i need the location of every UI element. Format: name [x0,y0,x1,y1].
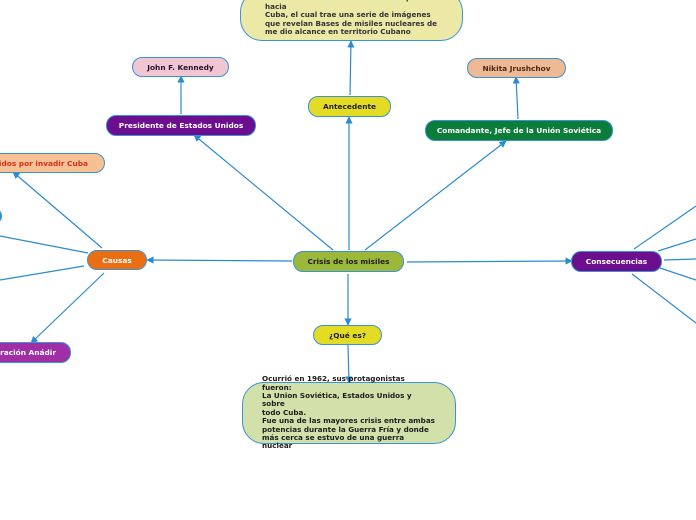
kennedy-node[interactable]: John F. Kennedy [132,57,229,77]
antecedente-label: Antecedente [322,102,377,111]
edge-center-causas [146,256,293,264]
edge-consecuencias-right1 [633,205,696,250]
edge-consecuencias-right5 [631,273,696,324]
edge-quees-detail [345,344,353,384]
antecedente-detail-bubble[interactable]: Estados Unidos manda un avión espía haci… [240,0,463,41]
comandante-node[interactable]: Comandante, Jefe de la Unión Soviética [425,120,613,141]
edge-consecuencias-right3 [663,258,696,261]
presidente-label: Presidente de Estados Unidos [118,121,244,130]
edge-antecedente-detail [347,40,355,96]
presidente-node[interactable]: Presidente de Estados Unidos [106,115,256,136]
que-es-detail-bubble[interactable]: Ocurrió en 1962, sus protagonistas fuero… [242,374,456,450]
antecedente-node[interactable]: Antecedente [308,96,391,117]
causa-invadir-node[interactable]: nidos por invadir Cuba [0,153,105,173]
jrushchov-label: Nikita Jrushchov [482,63,551,73]
edge-causas-left2 [0,265,85,281]
causa-anadir-node[interactable]: eración Anádir [0,342,71,363]
causa-anadir-label: eración Anádir [0,348,56,357]
kennedy-label: John F. Kennedy [147,62,214,72]
edge-comandante-jrushchov [512,76,520,120]
edge-causas-invadir [12,171,103,249]
causas-node[interactable]: Causas [87,250,147,270]
edge-causas-anadir [30,272,105,344]
edge-center-consecuencias [406,257,573,265]
causas-label: Causas [102,255,132,265]
antecedente-detail-text: Estados Unidos manda un avión espía haci… [265,0,438,37]
edge-center-presidente [193,134,334,251]
edge-consecuencias-right4 [659,267,696,281]
jrushchov-node[interactable]: Nikita Jrushchov [467,58,566,78]
que-es-label: ¿Qué es? [328,330,367,340]
center-node[interactable]: Crisis de los misiles [293,251,404,272]
consecuencias-label: Consecuencias [585,257,648,266]
edge-causas-left1 [0,235,89,254]
edge-center-comandante [364,140,507,251]
que-es-detail-text: Ocurrió en 1962, sus protagonistas fuero… [262,374,435,451]
center-label: Crisis de los misiles [307,257,390,266]
consecuencias-node[interactable]: Consecuencias [571,251,662,272]
edge-consecuencias-right2 [657,238,696,252]
que-es-node[interactable]: ¿Qué es? [313,325,382,345]
comandante-label: Comandante, Jefe de la Unión Soviética [436,126,602,135]
causa-invadir-label: nidos por invadir Cuba [0,158,88,168]
